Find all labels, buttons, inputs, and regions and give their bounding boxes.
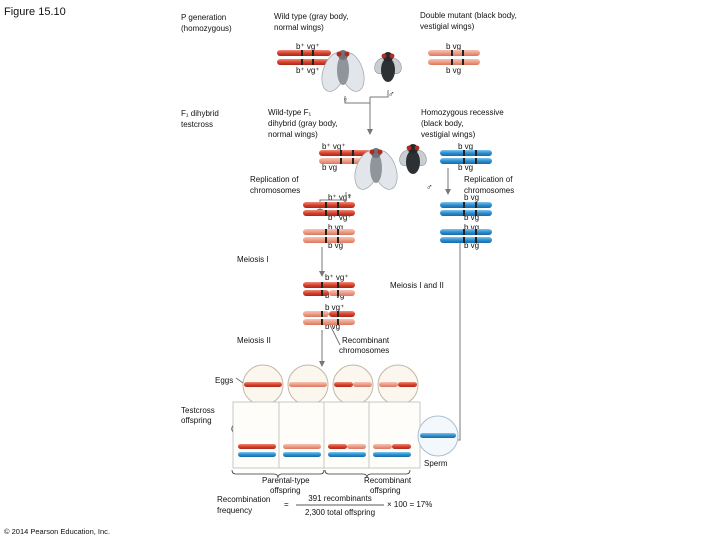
recombination-frequency-label-1: Recombination xyxy=(217,495,271,504)
recombination-equals: = xyxy=(284,500,289,509)
f1-fly-line2: dihybrid (gray body, xyxy=(268,119,338,128)
offspring-line2-4: normal xyxy=(376,424,402,433)
figure-label: Figure 15.10 xyxy=(4,6,66,18)
p-generation-label-1: P generation xyxy=(181,13,227,22)
testcross-offspring-1: Testcross xyxy=(181,406,215,415)
recessive-male-symbol: ♂ xyxy=(426,182,433,192)
rep-right-label-1: b vg xyxy=(464,193,480,202)
double-mutant-line2: vestigial wings) xyxy=(420,22,475,31)
f1-female-symbol: ♀ xyxy=(346,191,353,201)
wild-type-parent-line1: Wild type (gray body, xyxy=(274,12,349,21)
gray-fly-icon xyxy=(321,50,365,92)
recombination-denominator: 2,300 total offspring xyxy=(304,508,376,517)
female-symbol: ♀ xyxy=(342,95,349,105)
recessive-chromosomes xyxy=(440,150,492,164)
egg-label-3: b⁺ vg xyxy=(343,371,363,380)
offspring-top-4: b vg⁺ xyxy=(387,435,407,444)
f1-fly-line1: Wild-type F₁ xyxy=(268,108,312,117)
recombinant-chromosomes-1: Recombinant xyxy=(342,336,390,345)
offspring-top-2: b vg xyxy=(301,435,317,444)
recombination-result: × 100 = 17% xyxy=(387,500,433,509)
meiosis1-label-2: b⁺ vg xyxy=(325,291,345,300)
meiosis-2-label: Meiosis II xyxy=(237,336,271,345)
rep-right-label-3: b vg xyxy=(464,223,480,232)
eggs-pointer xyxy=(235,377,244,384)
offspring-line1-4: Black- xyxy=(377,414,401,423)
recessive-allele-top: b vg xyxy=(458,142,474,151)
f1-allele-top: b⁺ vg⁺ xyxy=(322,142,346,151)
offspring-line2-3: vestigial xyxy=(330,424,360,433)
recessive-fly-line2: (black body, xyxy=(421,119,464,128)
offspring-top-3: b⁺ vg xyxy=(345,435,365,444)
wt-parent-allele-bottom: b⁺ vg⁺ xyxy=(296,66,320,75)
meiosis1-label-1: b⁺ vg⁺ xyxy=(325,273,349,282)
rep-right-label-4: b vg xyxy=(464,241,480,250)
f1-chromosomes xyxy=(319,150,371,164)
sperm-allele: b vg xyxy=(431,424,447,433)
offspring-line1-2: Black- xyxy=(291,414,315,423)
recombinant-offspring-2: offspring xyxy=(370,486,401,495)
black-fly-icon xyxy=(374,52,402,82)
replication-right-2: chromosomes xyxy=(464,186,515,195)
egg-label-1: b⁺ vg⁺ xyxy=(251,371,275,380)
offspring-bottom-4: b vg xyxy=(390,457,406,466)
rep-left-label-4: b vg xyxy=(328,241,344,250)
rep-left-label-1: b⁺ vg⁺ xyxy=(328,193,352,202)
recessive-fly-line1: Homozygous recessive xyxy=(421,108,504,117)
egg-label-2: b vg xyxy=(300,371,316,380)
dm-parent-allele-top: b vg xyxy=(446,42,462,51)
offspring-bottom-1: b vg xyxy=(255,457,271,466)
p-generation-label-2: (homozygous) xyxy=(181,24,232,33)
parental-type-2: offspring xyxy=(270,486,301,495)
rep-left-label-3: b vg xyxy=(328,223,344,232)
wt-parent-allele-top: b⁺ vg⁺ xyxy=(296,42,320,51)
double-mutant-line1: Double mutant (black body, xyxy=(420,11,517,20)
eggs-label: Eggs xyxy=(215,376,234,385)
recombinant-offspring-1: Recombinant xyxy=(364,476,412,485)
replication-left-1: Replication of xyxy=(250,175,299,184)
egg-label-4: b vg⁺ xyxy=(388,371,408,380)
offspring-chromosomes xyxy=(238,444,411,457)
offspring-line1-3: Gray- xyxy=(335,414,355,423)
meiosis-1-label: Meiosis I xyxy=(237,255,269,264)
f1-allele-bottom: b vg xyxy=(322,163,338,172)
recessive-fly-line3: vestigial wings) xyxy=(421,130,476,139)
recombination-numerator: 391 recombinants xyxy=(308,494,372,503)
rep-left-label-2: b⁺ vg⁺ xyxy=(328,213,352,222)
offspring-top-1: b⁺ vg⁺ xyxy=(252,435,276,444)
offspring-bottom-2: b vg xyxy=(301,457,317,466)
wt-parent-chromosomes xyxy=(277,50,331,65)
recombinant-chromosomes-2: chromosomes xyxy=(339,346,390,355)
offspring-line2-2: vestigial xyxy=(288,424,318,433)
replication-right-1: Replication of xyxy=(464,175,513,184)
offspring-line1-1: Wild type xyxy=(238,414,272,423)
p-to-f1-arrow xyxy=(344,90,389,135)
replication-right-arrow xyxy=(445,168,461,443)
wild-type-parent-line2: normal wings) xyxy=(274,23,324,32)
recombination-frequency-label-2: frequency xyxy=(217,506,253,515)
dm-parent-allele-bottom: b vg xyxy=(446,66,462,75)
meiosis1-label-4: b vg xyxy=(325,322,341,331)
copyright: © 2014 Pearson Education, Inc. xyxy=(4,527,111,536)
meiosis1-label-3: b vg⁺ xyxy=(325,303,345,312)
male-symbol: ♂ xyxy=(388,89,395,99)
meiosis-1-2-label: Meiosis I and II xyxy=(390,281,444,290)
f1-fly-line3: normal wings) xyxy=(268,130,318,139)
f1-gray-fly-icon xyxy=(354,148,398,190)
f1-testcross-label-1: F₁ dihybrid xyxy=(181,109,219,118)
recessive-black-fly-icon xyxy=(399,144,427,174)
testcross-offspring-2: offspring xyxy=(181,416,212,425)
recessive-allele-bottom: b vg xyxy=(458,163,474,172)
offspring-line2-1: (gray-normal) xyxy=(230,424,279,433)
dm-parent-chromosomes xyxy=(428,50,480,65)
rep-right-label-2: b vg xyxy=(464,213,480,222)
sperm-label: Sperm xyxy=(424,459,448,468)
offspring-bottom-3: b vg xyxy=(345,457,361,466)
parental-type-1: Parental-type xyxy=(262,476,310,485)
sperm-circle xyxy=(417,415,459,457)
f1-testcross-label-2: testcross xyxy=(181,120,214,129)
replication-left-2: chromosomes xyxy=(250,186,301,195)
